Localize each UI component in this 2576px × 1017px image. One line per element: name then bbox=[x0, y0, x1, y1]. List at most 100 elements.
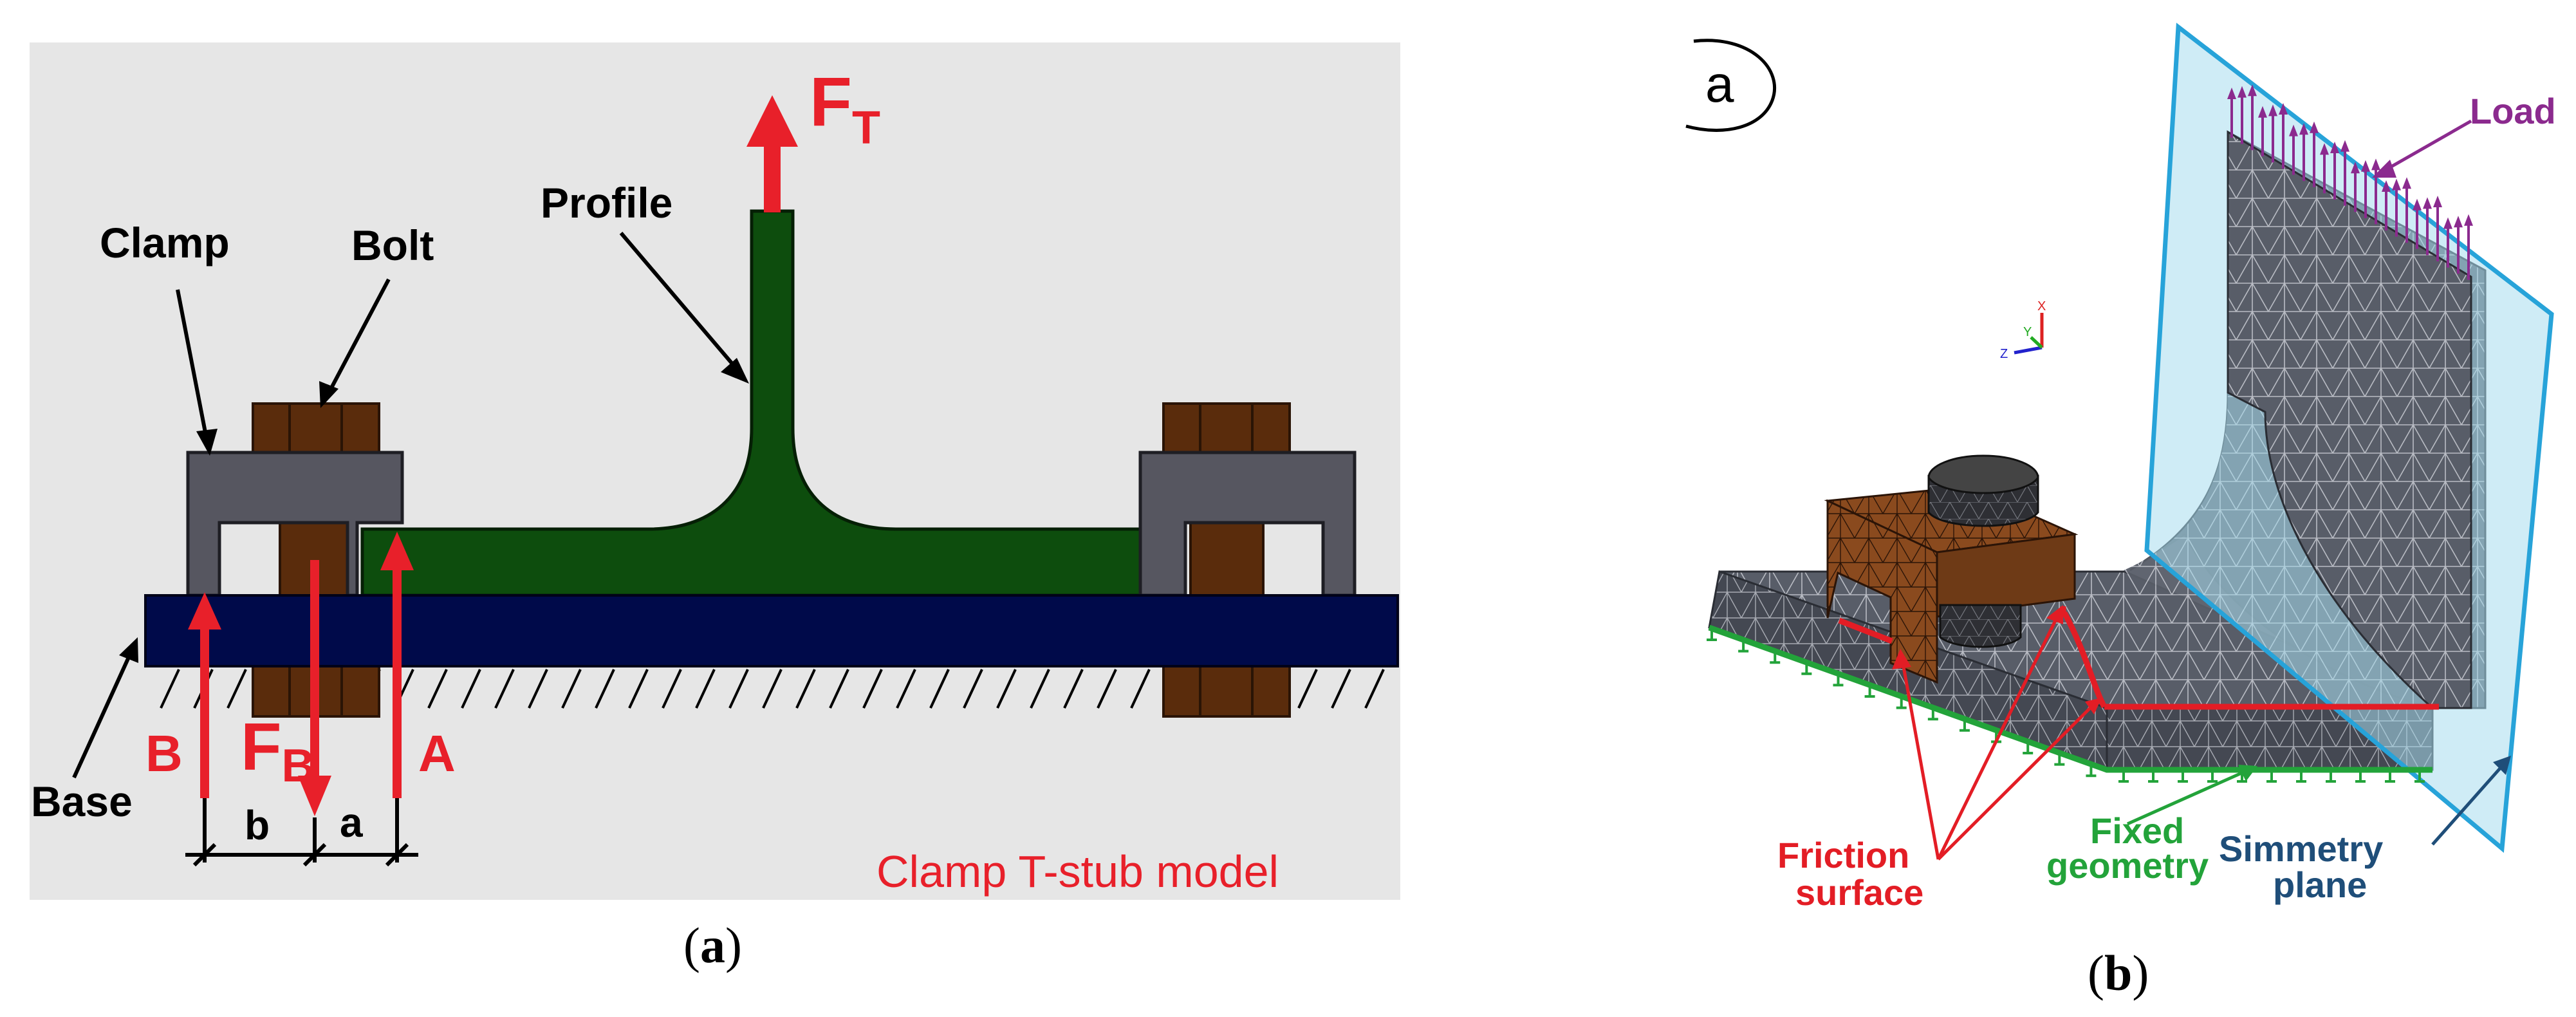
load-arrow-head bbox=[2392, 178, 2401, 191]
load-arrow-head bbox=[2289, 124, 2298, 136]
dim-b-label: b bbox=[245, 802, 270, 848]
bolt-force-arrow bbox=[298, 560, 331, 816]
base-plate bbox=[144, 594, 1399, 667]
load-arrow-head bbox=[2299, 123, 2308, 135]
load-arrow-head bbox=[2361, 160, 2370, 172]
caption-a: (a) bbox=[683, 917, 742, 973]
label-pointers bbox=[72, 232, 741, 779]
load-arrow-head bbox=[2454, 216, 2463, 228]
hatch-line bbox=[1097, 669, 1117, 709]
load-arrow-head bbox=[2464, 214, 2473, 226]
axis-y-label: Y bbox=[2023, 325, 2032, 339]
reaction-b-arrow bbox=[188, 592, 221, 798]
hatch-line bbox=[494, 669, 515, 709]
load-arrow-head bbox=[2320, 143, 2329, 155]
symmetry-label-line2: plane bbox=[2273, 864, 2367, 905]
load-arrow-head bbox=[2330, 142, 2339, 153]
label-pointer-heads bbox=[119, 358, 749, 663]
mesh-leg-face bbox=[2227, 130, 2472, 709]
hatch-line bbox=[695, 669, 716, 709]
hatch-line bbox=[561, 669, 582, 709]
load-arrow-head bbox=[2382, 180, 2391, 192]
load-arrow-head bbox=[2238, 86, 2247, 98]
hatch-line bbox=[996, 669, 1017, 709]
hatch-line bbox=[1297, 669, 1318, 709]
ground-hatch bbox=[160, 669, 1385, 709]
hatch-line bbox=[862, 669, 883, 709]
hatch-line bbox=[963, 669, 983, 709]
hatch-line bbox=[829, 669, 849, 709]
load-arrow-head bbox=[2413, 198, 2422, 210]
load-arrow-head bbox=[2402, 177, 2411, 189]
symmetry-label-line1: Simmetry bbox=[2219, 828, 2383, 869]
load-arrow-head bbox=[2268, 104, 2277, 117]
hatch-line bbox=[461, 669, 481, 709]
bolt-label: Bolt bbox=[351, 221, 434, 269]
fixed-label-line1: Fixed bbox=[2090, 810, 2184, 851]
base-label: Base bbox=[31, 778, 133, 825]
mesh-clamp-side bbox=[1936, 533, 2076, 618]
friction-label-line1: Friction bbox=[1777, 835, 1909, 875]
load-arrow-head bbox=[2227, 88, 2236, 99]
reaction-a-label: A bbox=[418, 725, 456, 782]
axis-z-label: Z bbox=[2000, 347, 2008, 361]
load-arrow-head bbox=[2351, 162, 2360, 174]
load-arrow-head bbox=[2248, 84, 2257, 97]
hatch-line bbox=[1331, 669, 1351, 709]
reaction-b-label: B bbox=[145, 725, 183, 782]
panel-b: a X Y Z bbox=[1685, 23, 2556, 1001]
hatch-line bbox=[762, 669, 783, 709]
panel-b-pointer-heads bbox=[1892, 160, 2511, 781]
fixed-geometry-line bbox=[1707, 624, 2432, 783]
hatch-line bbox=[896, 669, 916, 709]
hatch-line bbox=[227, 669, 247, 709]
hatch-line bbox=[662, 669, 682, 709]
axis-triad: X Y Z bbox=[2000, 299, 2046, 361]
load-arrow-head bbox=[2371, 158, 2380, 171]
hatch-line bbox=[528, 669, 548, 709]
axis-x-label: X bbox=[2037, 299, 2046, 313]
hatch-line bbox=[160, 669, 180, 709]
panel-a: FT Profile Clamp Bolt Base B FB A b a Cl… bbox=[30, 42, 1400, 973]
right-bolt bbox=[1162, 402, 1291, 718]
hatch-line bbox=[595, 669, 615, 709]
panel-tag: a bbox=[1705, 55, 1734, 113]
tension-force-arrow bbox=[746, 95, 798, 212]
dim-a-label: a bbox=[340, 799, 363, 846]
model-title: Clamp T-stub model bbox=[876, 846, 1279, 897]
mesh-bolt-head bbox=[1927, 474, 2039, 527]
profile-label: Profile bbox=[541, 179, 672, 227]
bolt-force-label: FB bbox=[241, 710, 315, 792]
load-arrow-head bbox=[2443, 217, 2452, 229]
dimension-line bbox=[185, 798, 418, 867]
hatch-line bbox=[1130, 669, 1151, 709]
load-arrow-head bbox=[2279, 103, 2288, 115]
hatch-line bbox=[929, 669, 950, 709]
hatch-line bbox=[628, 669, 649, 709]
load-arrow-head bbox=[2340, 140, 2349, 152]
load-arrow-head bbox=[2433, 196, 2442, 207]
hatch-line bbox=[1030, 669, 1050, 709]
load-arrows bbox=[2227, 84, 2473, 280]
clamp-label: Clamp bbox=[100, 219, 230, 266]
load-arrow-head bbox=[2258, 106, 2267, 118]
hatch-line bbox=[795, 669, 816, 709]
hatch-line bbox=[728, 669, 749, 709]
load-arrow-head bbox=[2310, 121, 2319, 133]
hatch-line bbox=[1364, 669, 1385, 709]
friction-label-line2: surface bbox=[1795, 872, 1923, 913]
load-label: Load bbox=[2470, 91, 2556, 131]
panel-tag-circle bbox=[1685, 39, 1777, 132]
reaction-a-arrow bbox=[380, 532, 414, 798]
fixed-label-line2: geometry bbox=[2046, 845, 2209, 886]
hatch-line bbox=[1063, 669, 1084, 709]
caption-b: (b) bbox=[2088, 945, 2149, 1001]
fixed-geometry-ticks bbox=[1707, 628, 2425, 783]
load-arrow-head bbox=[2423, 197, 2432, 209]
panel-b-pointers bbox=[1901, 119, 2505, 861]
hatch-line bbox=[427, 669, 448, 709]
mesh-bolt-shank bbox=[1939, 604, 2022, 648]
force-top-label: FT bbox=[810, 62, 880, 154]
